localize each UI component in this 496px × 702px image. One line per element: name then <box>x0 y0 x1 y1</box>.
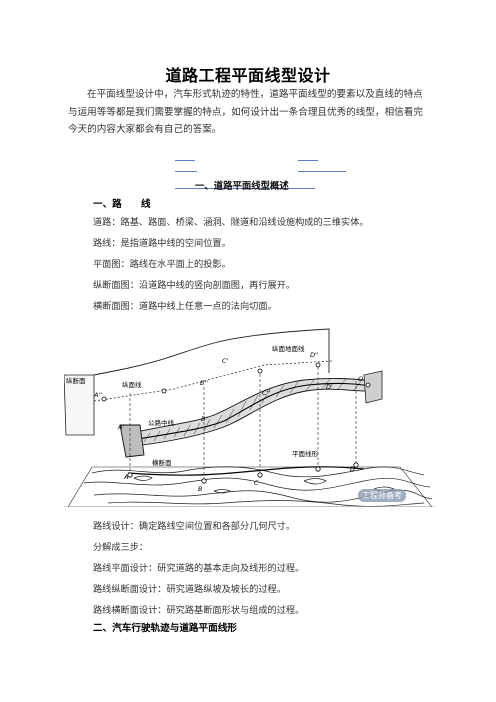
label-longitudinal-ground-line: 纵面地面线 <box>272 344 305 353</box>
body-line: 路线设计：确定路线空间位置和各部分几何尺寸。 <box>93 521 296 532</box>
label-point: A'' <box>93 391 102 399</box>
label-longitudinal-section: 纵断面 <box>66 376 86 385</box>
label-point: C' <box>222 357 229 365</box>
label-plan-alignment: 平面线形 <box>292 449 319 458</box>
label-cross-section: 横断面 <box>152 458 172 467</box>
body-line: 路线平面设计：研究道路的基本走向及线形的过程。 <box>93 563 305 574</box>
body-line: 路线纵断面设计：研究道路纵坡及坡长的过程。 <box>93 584 286 595</box>
label-longitudinal-line: 纵面线 <box>122 380 142 389</box>
body-line: 横断面图：道路中线上任意一点的法向切面。 <box>93 301 277 312</box>
body-line: 路线横断面设计：研究路基断面形状与组成的过程。 <box>93 605 305 616</box>
road-alignment-figure: 纵面地面线 纵断面 纵面线 公路中线 横断面 平面线形 A'' A' A B''… <box>64 325 436 507</box>
label-road-centerline: 公路中线 <box>148 418 175 427</box>
body-line: 纵断面图：沿道路中线的竖向剖面图，再行展开。 <box>93 280 296 291</box>
projection-lines <box>129 367 357 481</box>
label-point: D <box>350 465 355 473</box>
section-heading: 一、路 线 <box>93 199 151 210</box>
body-line: 道路：路基、路面、桥梁、涵洞、隧道和沿线设施构成的三维实体。 <box>93 217 369 228</box>
toc-rule <box>298 171 346 172</box>
body-line: 平面图：路线在水平面上的投影。 <box>93 259 231 270</box>
toc-rule <box>175 171 197 172</box>
toc-rule <box>175 188 315 189</box>
watermark-badge: 工程师备考 <box>358 489 406 502</box>
label-point: B'' <box>200 379 208 387</box>
section-heading: 二、汽车行驶轨迹与道路平面线形 <box>93 623 237 634</box>
label-point: D' <box>326 383 333 391</box>
survey-points <box>101 362 371 484</box>
label-point: D'' <box>310 351 319 359</box>
label-point: A' <box>117 423 124 431</box>
intro-paragraph: 在平面线型设计中，汽车形式轨迹的特性，道路平面线型的要素以及直线的特点与运用等等… <box>68 89 423 135</box>
label-point: C <box>254 479 259 487</box>
toc-link[interactable]: 一、道路平面线型概述 <box>195 181 289 192</box>
toc-rule <box>175 160 195 161</box>
toc-rule <box>298 160 318 161</box>
label-point: C'' <box>262 389 270 397</box>
label-point: B' <box>201 415 207 423</box>
label-point: O <box>358 375 363 383</box>
body-line: 分解成三步： <box>93 542 149 553</box>
label-point: A <box>123 473 128 481</box>
label-point: B <box>198 485 203 493</box>
page-title: 道路工程平面线型设计 <box>165 66 331 85</box>
body-line: 路线：是指道路中线的空间位置。 <box>93 238 231 249</box>
